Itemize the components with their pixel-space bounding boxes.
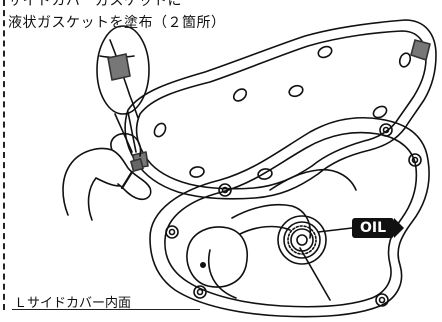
instruction-line-1: サイドカバーガスケットに bbox=[8, 0, 182, 9]
gasket-inner-outline bbox=[135, 30, 427, 190]
side-cover-inner-flange bbox=[164, 131, 418, 308]
liquid-gasket-mark-right bbox=[410, 39, 431, 61]
instruction-line-2: 液状ガスケットを塗布（２箇所） bbox=[8, 15, 226, 31]
oil-label-badge: OIL bbox=[352, 218, 404, 238]
gasket-outline bbox=[124, 19, 437, 200]
gasket-bolt-holes bbox=[153, 45, 412, 180]
caption-leader-line bbox=[12, 309, 200, 310]
hand bbox=[62, 132, 152, 221]
part-caption: Ｌサイドカバー内面 bbox=[14, 296, 132, 311]
side-cover-outline bbox=[149, 116, 430, 318]
dashed-frame-border bbox=[3, 0, 5, 310]
side-cover-bolt-bosses bbox=[165, 123, 422, 307]
detail-magnifier bbox=[96, 25, 150, 153]
bearing-seal bbox=[277, 215, 327, 265]
detail-gasket-mark bbox=[107, 53, 131, 81]
instruction-text: サイドカバーガスケットに 液状ガスケットを塗布（２箇所） bbox=[8, 0, 226, 34]
interior-surface bbox=[186, 226, 248, 288]
